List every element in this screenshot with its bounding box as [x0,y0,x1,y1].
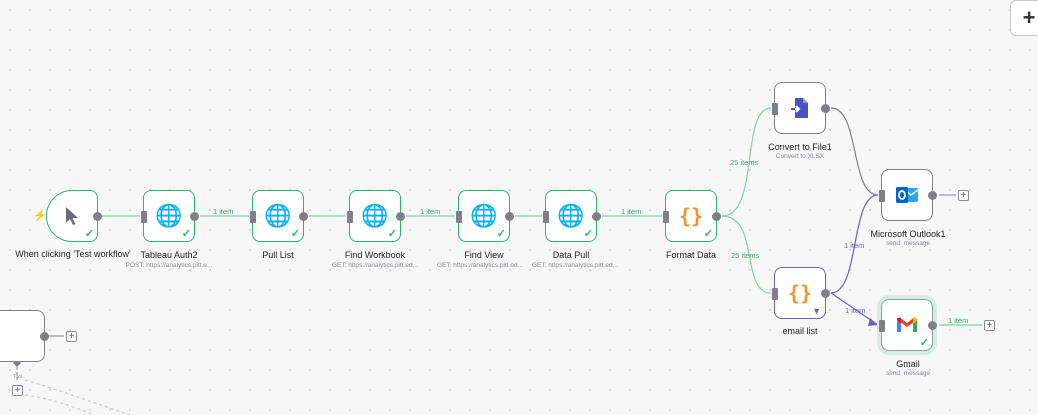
globe-icon: 🌐 [361,203,389,228]
input-port[interactable] [663,211,669,223]
node-label: Find View [464,250,504,260]
node-outlook[interactable] [879,169,937,221]
output-port[interactable] [928,321,937,330]
edge-email-outlook [830,194,879,294]
edge-label: 25 items [730,158,759,167]
output-port[interactable] [190,212,199,221]
arrowhead-gmail [868,318,878,326]
output-port[interactable] [299,212,308,221]
edge-label: 1 item [845,306,866,315]
node-label: Tableau Auth2 [140,250,198,260]
edge-label: 1 item [213,207,234,216]
tool-connector-label: Tool [13,374,23,380]
add-next-node-button[interactable]: + [958,190,969,201]
node-format-data[interactable]: {} ✓ [663,190,721,242]
edge-label: 1 item [948,316,969,325]
node-subtitle: GET: https://analytics.pitt.ed... [437,262,523,269]
outlook-icon [896,187,919,203]
success-check-icon: ✓ [84,228,94,240]
edge-label: 1 item [420,207,441,216]
node-label: Find Workbook [344,250,406,260]
input-port[interactable] [772,103,778,115]
node-email-list[interactable]: {} ▼ [772,267,830,319]
input-port[interactable] [141,211,147,223]
node-find-view[interactable]: 🌐 ✓ [456,190,514,242]
edge-format-convert [721,107,772,217]
node-pull-list[interactable]: 🌐 ✓ [250,190,308,242]
success-check-icon: ✓ [496,228,506,240]
input-port[interactable] [456,211,462,223]
input-port[interactable] [347,211,353,223]
node-subtitle: GET: https://analytics.pitt.ed... [332,262,418,269]
node-trigger[interactable]: ✓ [46,190,102,242]
node-convert-file[interactable] [772,82,830,134]
globe-icon: 🌐 [557,203,585,228]
edge-tool-dashed-2 [24,394,96,415]
success-check-icon: ✓ [181,228,191,240]
node-subtitle: POST: https://analytics.pitt.e... [125,262,213,269]
output-port[interactable] [821,104,830,113]
output-port[interactable] [505,212,514,221]
node-subtitle: send: message [885,370,931,377]
edge-format-email [721,215,772,294]
node-gmail[interactable]: ✓ [879,299,937,351]
node-label: Data Pull [552,250,590,260]
node-subtitle: send: message [885,240,931,247]
success-check-icon: ✓ [290,228,300,240]
braces-icon: {} [787,281,813,305]
node-partial-agent[interactable] [0,310,49,362]
input-port[interactable] [250,211,256,223]
input-port[interactable] [772,288,778,300]
gmail-icon [897,317,917,332]
output-port[interactable] [40,332,49,341]
cursor-arrow-icon [66,207,78,225]
node-subtitle: GET: https://analytics.pitt.ed... [532,262,618,269]
globe-icon: 🌐 [470,203,498,228]
pin-icon: ▼ [812,306,821,316]
input-port[interactable] [543,211,549,223]
add-tool-button[interactable]: + [12,385,23,396]
globe-icon: 🌐 [264,203,292,228]
output-port[interactable] [93,212,102,221]
braces-icon: {} [678,204,704,228]
output-port[interactable] [396,212,405,221]
edge-label: 25 items [731,251,760,260]
node-label: Format Data [665,250,716,260]
output-port[interactable] [592,212,601,221]
output-port[interactable] [712,212,721,221]
node-label: When clicking 'Test workflow' [15,249,131,259]
output-port[interactable] [821,289,830,298]
success-check-icon: ✓ [387,228,397,240]
success-check-icon: ✓ [703,228,713,240]
node-label: Gmail [896,359,920,369]
node-find-workbook[interactable]: 🌐 ✓ [347,190,405,242]
success-check-icon: ✓ [919,337,929,349]
node-label: Convert to File1 [768,142,832,152]
edge-convert-outlook [830,107,879,196]
add-next-node-button[interactable]: + [66,331,77,342]
input-port[interactable] [879,320,885,332]
globe-icon: 🌐 [155,203,183,228]
node-subtitle: Convert to XLSX [775,153,825,160]
add-node-button[interactable]: + [1010,0,1038,36]
add-next-node-button[interactable]: + [984,320,995,331]
node-data-pull[interactable]: 🌐 ✓ [543,190,601,242]
edge-label: 1 item [844,241,865,250]
trigger-bolt-icon: ⚡ [33,210,47,222]
node-label: email list [782,326,818,336]
edge-label: 1 item [621,207,642,216]
node-tableau-auth[interactable]: 🌐 ✓ [141,190,199,242]
node-label: Pull List [262,250,294,260]
node-label: Microsoft Outlook1 [870,229,946,239]
edge-tool-dashed [24,379,131,415]
file-convert-icon [791,98,808,118]
success-check-icon: ✓ [583,228,593,240]
output-port[interactable] [928,191,937,200]
input-port[interactable] [879,190,885,202]
